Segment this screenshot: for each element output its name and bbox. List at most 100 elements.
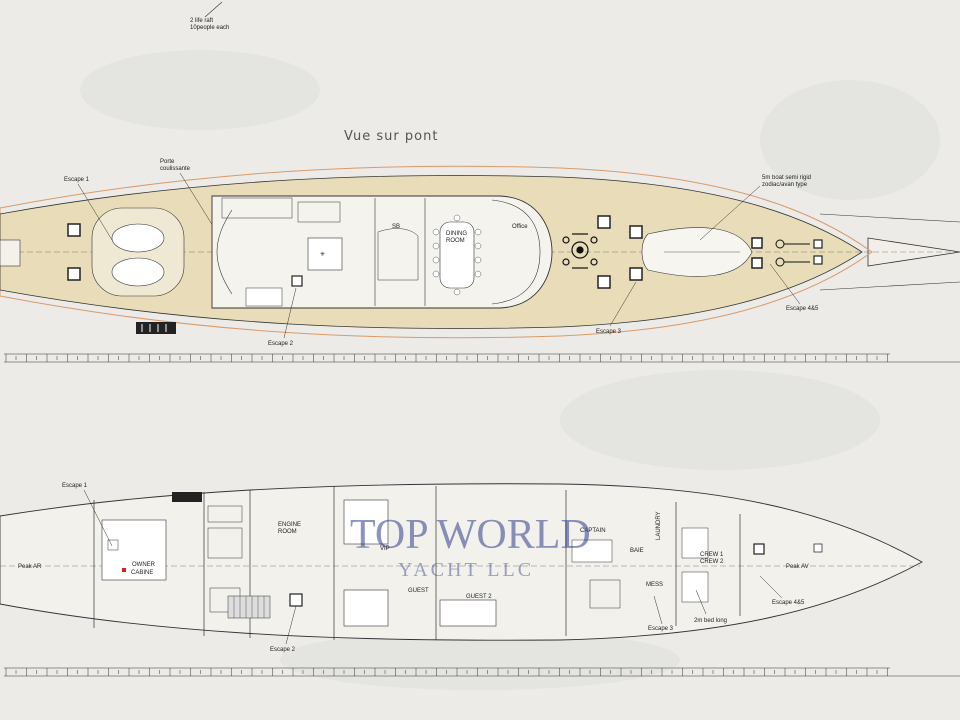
watermark-line1: TOP WORLD — [350, 512, 591, 558]
hatch-bow-1 — [751, 237, 763, 249]
top-deck-view: 2 life raft 10people each Vue sur pont E… — [0, 1, 960, 347]
hatch-aft-1 — [67, 223, 81, 237]
porte-label-line1: Porte — [160, 159, 175, 165]
owner-label-line2: CABINE — [131, 570, 153, 576]
captain-bed — [571, 539, 613, 563]
sunpad-upper — [111, 223, 165, 253]
stairs-top — [245, 287, 283, 307]
hatch-fwd-4 — [629, 267, 643, 281]
bottom-ruler — [4, 667, 960, 677]
sunpad-lower — [111, 257, 165, 287]
escape45-lower-leader — [759, 575, 783, 599]
laundry-label: LAUNDRY — [656, 511, 662, 540]
top-ruler — [4, 353, 960, 363]
owner-nightstand — [107, 539, 119, 551]
salon-table-mark: ✳ — [320, 251, 325, 258]
engine-label-line2: ROOM — [278, 529, 297, 535]
bowsprit-rail-bottom — [819, 281, 960, 291]
life-raft-leader — [204, 1, 223, 18]
escape45-lower-label: Escape 4&5 — [772, 600, 805, 606]
life-raft-label-line1: 2 life raft — [190, 18, 213, 24]
sb-label: SB — [392, 224, 400, 230]
hatch-bow-4 — [813, 255, 823, 265]
hatch-fwd-2 — [597, 275, 611, 289]
hatch-lower-peak — [813, 543, 823, 553]
escape1-top-leader — [77, 183, 113, 241]
baie-label: BAIE — [630, 548, 644, 554]
hatch-fwd-1 — [597, 215, 611, 229]
porte-label-line2: coulissante — [160, 166, 191, 172]
stern-platform — [0, 239, 21, 267]
life-raft-label-line2: 10people each — [190, 25, 229, 31]
life-raft-box-slats — [141, 324, 167, 332]
dining-chairs — [432, 214, 482, 296]
escape3-lower-leader — [653, 595, 663, 625]
vip-bed — [343, 499, 389, 545]
escape2-lower-label: Escape 2 — [270, 647, 296, 653]
escape2-top-leader — [283, 287, 297, 339]
escape1-lower-leader — [83, 489, 113, 547]
escape1-top-label: Escape 1 — [64, 177, 90, 183]
lower-stairs-steps — [233, 596, 265, 618]
wheelhouse-curve — [491, 199, 541, 305]
galley-lower — [589, 579, 621, 609]
lower-deck-view: OWNER CABINE Peak AR Escape 1 ENGINE ROO… — [0, 483, 923, 653]
hatch-deckhouse — [291, 275, 303, 287]
boat-label-line1: 5m boat semi rigid — [762, 175, 811, 181]
crew-bunk-2 — [681, 571, 709, 603]
aft-bath-1 — [207, 505, 243, 523]
hull-outline-top — [0, 165, 873, 339]
bulkheads — [93, 486, 741, 640]
owner-label-line1: OWNER — [132, 562, 156, 568]
escape2-lower-leader — [285, 605, 297, 645]
crew1-label: CREW 1 — [700, 552, 724, 558]
guest-bed — [343, 589, 389, 627]
top-deck-title: Vue sur pont — [344, 129, 438, 144]
escape3-lower-label: Escape 3 — [648, 626, 674, 632]
boat-leader — [699, 185, 761, 241]
escape45-top-leader — [769, 263, 801, 305]
escape3-top-label: Escape 3 — [596, 329, 622, 335]
peak-ar-label: Peak AR — [18, 564, 42, 570]
hatch-bow-3 — [813, 239, 823, 249]
paper-stains — [80, 50, 940, 690]
boat-label-line2: zodiac/avan type — [762, 182, 808, 188]
mast-winches — [562, 233, 598, 269]
hatch-lower-bow — [753, 543, 765, 555]
engine-label-line1: ENGINE — [278, 522, 301, 528]
watermark-line2: YACHT LLC — [398, 559, 534, 581]
escape45-top-label: Escape 4&5 — [786, 306, 819, 312]
windlass — [775, 239, 810, 267]
guest2-bed — [439, 599, 497, 627]
office-label: Office — [512, 224, 528, 230]
deckhouse-aft-curve — [216, 209, 233, 295]
aft-grate — [172, 492, 202, 502]
vip-label: VIP — [380, 546, 390, 552]
dining-label-line2: ROOM — [446, 238, 465, 244]
escape1-lower-label: Escape 1 — [62, 483, 88, 489]
aft-bath-2 — [207, 527, 243, 559]
hatch-fwd-3 — [629, 225, 643, 239]
hatch-engine — [289, 593, 303, 607]
guest2-label: GUEST 2 — [466, 594, 492, 600]
owner-marker — [122, 568, 126, 572]
bed-leader — [695, 589, 707, 615]
dining-table — [439, 221, 475, 289]
escape2-top-label: Escape 2 — [268, 341, 294, 347]
peak-av-label: Peak AV — [786, 564, 809, 570]
galley-counter — [221, 197, 293, 219]
mess-label: MESS — [646, 582, 663, 588]
hatch-bow-2 — [751, 257, 763, 269]
sb-seating — [377, 228, 419, 281]
salon-table — [307, 237, 343, 271]
bowsprit-rail-top — [819, 213, 960, 223]
lower-stairs — [227, 595, 271, 619]
bed-label: 2m bed long — [694, 618, 727, 624]
captain-label: CAPTAIN — [580, 528, 606, 534]
crew2-label: CREW 2 — [700, 559, 724, 565]
sofa — [297, 201, 341, 223]
hatch-aft-2 — [67, 267, 81, 281]
escape3-top-leader — [609, 281, 637, 327]
crew-bunk-1 — [681, 527, 709, 559]
